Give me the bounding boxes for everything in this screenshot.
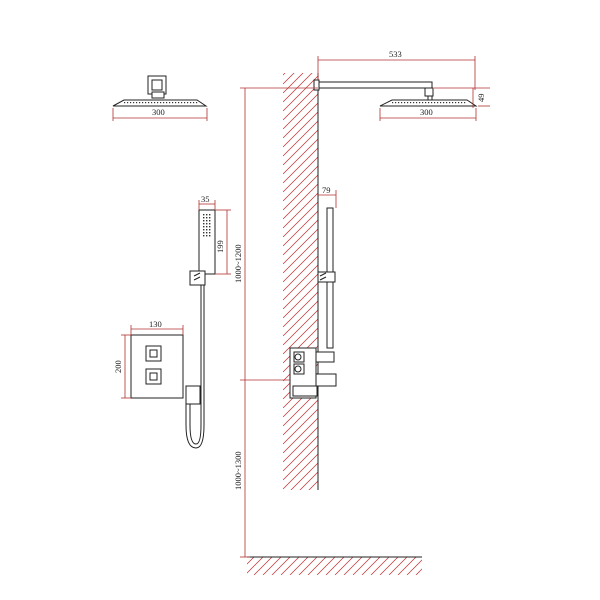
dimension-head-width-side: 300 xyxy=(379,107,477,121)
dimension-label-head-thickness: 49 xyxy=(476,94,486,103)
dimension-handset-length: 199 xyxy=(215,209,231,275)
dimension-upper-height: 1000~1200 xyxy=(233,87,318,381)
dimension-lower-height: 1000~1300 xyxy=(233,380,250,558)
wall-section xyxy=(283,73,319,490)
valve-side xyxy=(289,347,337,399)
dimension-label-lower-height: 1000~1300 xyxy=(233,451,243,490)
shower-arm-side xyxy=(313,79,434,101)
shower-head-side xyxy=(379,99,478,107)
shower-head-front xyxy=(112,75,208,107)
dimension-label-upper-height: 1000~1200 xyxy=(233,244,243,283)
dimension-handset-width: 35 xyxy=(198,194,216,210)
valve-front-plate xyxy=(130,334,184,399)
dimension-label-valve-width: 130 xyxy=(149,319,162,329)
dimension-head-width-front: 300 xyxy=(112,107,208,121)
dimension-label-arm-length: 533 xyxy=(389,49,402,59)
wall-outlet xyxy=(185,385,201,405)
shower-hose xyxy=(185,285,205,449)
hand-shower xyxy=(189,209,216,286)
dimension-valve-width: 130 xyxy=(130,319,184,335)
slide-rail-side xyxy=(317,207,336,349)
dimension-slide-offset: 79 xyxy=(318,185,337,208)
floor-section xyxy=(247,556,422,575)
dimension-label-valve-height: 200 xyxy=(113,360,123,373)
dimension-valve-height: 200 xyxy=(113,334,131,399)
dimension-label-handset-length: 199 xyxy=(215,240,225,253)
dimension-head-thickness: 49 xyxy=(434,87,490,108)
dimension-label-head-width-front: 300 xyxy=(152,107,165,117)
dimension-arm-length: 533 xyxy=(317,49,476,90)
dimension-label-head-width-side: 300 xyxy=(420,107,433,117)
dimension-label-handset-width: 35 xyxy=(201,194,210,204)
dimension-label-slide-offset: 79 xyxy=(322,185,331,195)
